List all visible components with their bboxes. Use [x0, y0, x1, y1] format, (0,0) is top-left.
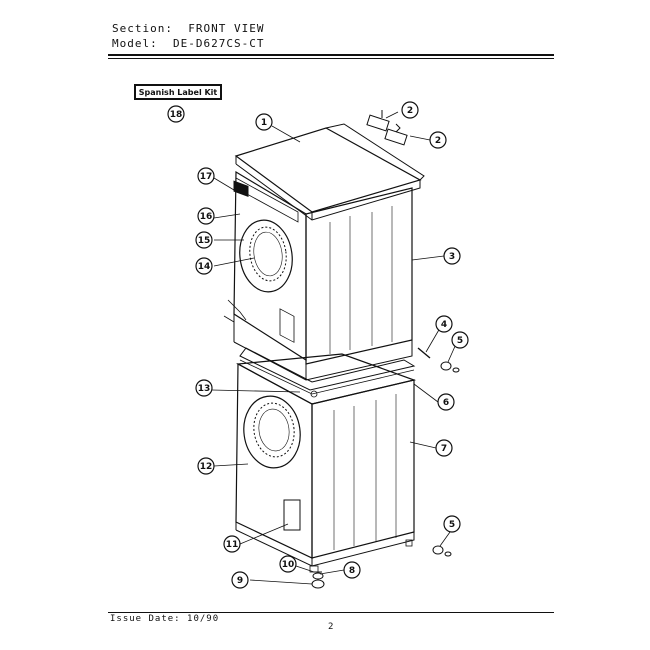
- callout-circle: [255, 113, 273, 131]
- upper-door-outer: [239, 219, 293, 293]
- upper-side-panel: [305, 187, 413, 365]
- callout-circle: [197, 457, 215, 475]
- callout-c14: 14: [195, 257, 213, 275]
- callout-number: 2: [435, 136, 441, 146]
- section-title: Section: FRONT VIEW: [112, 22, 265, 35]
- callout-circle: [279, 555, 297, 573]
- callout-c16: 16: [197, 207, 215, 225]
- lower-door-window: [253, 402, 295, 458]
- callout-number: 3: [449, 252, 455, 262]
- top-panel-rear-lip: [325, 123, 425, 181]
- callout-number: 11: [226, 540, 239, 550]
- page-number: 2: [328, 622, 334, 632]
- callout-number: 2: [407, 106, 413, 116]
- callout-c2b: 2: [429, 131, 447, 149]
- callout-circle: [167, 105, 185, 123]
- callout-c6: 6: [437, 393, 455, 411]
- callout-circle: [197, 167, 215, 185]
- callout-circle: [195, 379, 213, 397]
- callout-number: 8: [349, 566, 355, 576]
- callout-c5b: 5: [443, 515, 461, 533]
- callout-number: 10: [282, 560, 295, 570]
- callout-c4: 4: [435, 315, 453, 333]
- callout-c5a: 5: [451, 331, 469, 349]
- header-rule: [108, 54, 554, 56]
- lower-door-outer: [243, 395, 301, 469]
- callout-number: 18: [170, 110, 183, 120]
- callout-c18: 18: [167, 105, 185, 123]
- upper-door-window: [249, 226, 287, 282]
- stacking-bracket: [239, 347, 416, 398]
- callout-c10: 10: [279, 555, 297, 573]
- callout-circle: [435, 439, 453, 457]
- callout-number: 14: [198, 262, 211, 272]
- upper-dryer: [223, 123, 425, 381]
- callout-circle: [435, 315, 453, 333]
- lower-front-panel: [235, 363, 313, 559]
- callout-c15: 15: [195, 231, 213, 249]
- model-title: Model: DE-D627CS-CT: [112, 37, 265, 50]
- lower-access-panel: [283, 499, 301, 531]
- callout-c12: 12: [197, 457, 215, 475]
- callout-circle: [401, 101, 419, 119]
- lower-side-panel: [311, 379, 415, 559]
- callout-c2a: 2: [401, 101, 419, 119]
- upper-control-badge: [233, 180, 249, 197]
- callout-circle: [443, 247, 461, 265]
- callout-c8: 8: [343, 561, 361, 579]
- callout-circle: [195, 231, 213, 249]
- upper-control-panel: [235, 177, 299, 223]
- callout-number: 5: [449, 520, 455, 530]
- callout-circle: [429, 131, 447, 149]
- callout-number: 7: [441, 444, 447, 454]
- callout-number: 15: [198, 236, 211, 246]
- callout-circle: [231, 571, 249, 589]
- callout-number: 13: [198, 384, 211, 394]
- callout-number: 16: [200, 212, 213, 222]
- callout-circle: [343, 561, 361, 579]
- callout-c1: 1: [255, 113, 273, 131]
- callout-c11: 11: [223, 535, 241, 553]
- footer-rule: [108, 612, 554, 613]
- loose-hardware: [311, 110, 460, 589]
- callout-c7: 7: [435, 439, 453, 457]
- callout-c9: 9: [231, 571, 249, 589]
- lower-washer: [235, 353, 417, 573]
- callout-circle: [451, 331, 469, 349]
- callout-number: 6: [443, 398, 449, 408]
- callout-c17: 17: [197, 167, 215, 185]
- callout-number: 17: [200, 172, 213, 182]
- header-rule-thin: [108, 58, 554, 59]
- callout-circle: [443, 515, 461, 533]
- callout-circle: [197, 207, 215, 225]
- callout-c13: 13: [195, 379, 213, 397]
- issue-date: Issue Date: 10/90: [110, 614, 220, 624]
- spanish-label-kit-box: Spanish Label Kit: [134, 84, 222, 100]
- leader-lines: [211, 111, 457, 585]
- callout-number: 12: [200, 462, 213, 472]
- callout-circle: [223, 535, 241, 553]
- callout-number: 9: [237, 576, 243, 586]
- callout-number: 5: [457, 336, 463, 346]
- callout-circle: [437, 393, 455, 411]
- callout-c3: 3: [443, 247, 461, 265]
- callout-number: 1: [261, 118, 267, 128]
- callout-circle: [195, 257, 213, 275]
- callout-number: 4: [441, 320, 447, 330]
